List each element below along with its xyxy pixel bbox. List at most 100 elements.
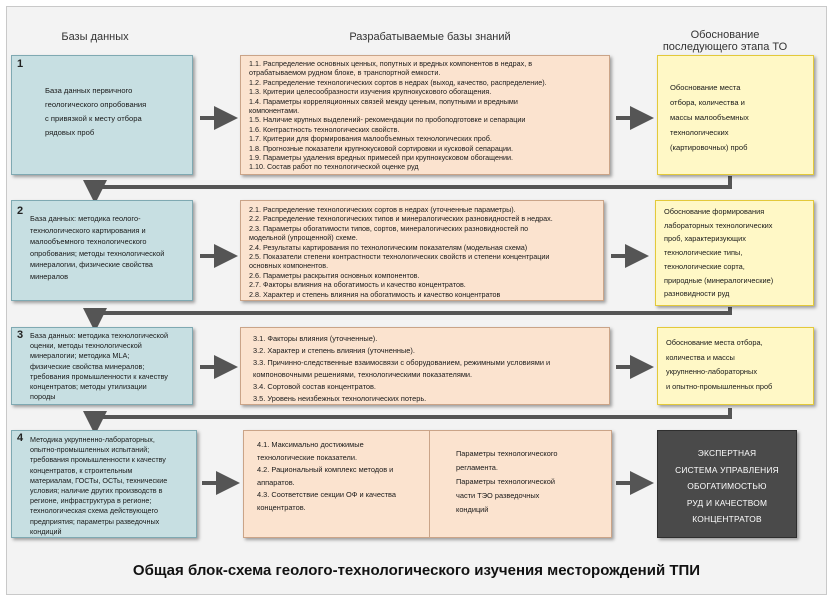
- kb-item: 1.1. Распределение основных ценных, попу…: [249, 59, 533, 68]
- kb-item: 1.4. Параметры корреляционных связей меж…: [249, 96, 518, 106]
- row1-db-line: геологического опробования: [45, 100, 147, 109]
- next-stage-line: Обоснование места: [670, 83, 741, 92]
- kb-item: 1.3. Критерии целесообразности изучения …: [249, 87, 492, 97]
- row4-db-line: опытно-промышленных испытаний;: [30, 445, 150, 455]
- connector-row2-row3: [83, 307, 732, 332]
- row2-db-line: База данных: методика геолого-: [30, 214, 141, 223]
- row4-db-line: условия; наличие других производств в: [30, 486, 163, 496]
- kb-item: 1.5. Наличие крупных выделений- рекоменд…: [249, 115, 526, 125]
- expert-line: РУД И КАЧЕСТВОМ: [686, 497, 768, 508]
- kb-item: 2.3. Параметры обогатимости типов, сорто…: [249, 223, 529, 233]
- next-stage-line: количества и массы: [666, 352, 735, 362]
- next-stage-line: технологические сорта,: [664, 261, 745, 271]
- row2-number: 2: [17, 205, 24, 217]
- row3-next-stage-box: Обоснование места отбора, количества и м…: [657, 327, 814, 405]
- kb-item: 1.7. Критерии для формирования малообъем…: [249, 134, 492, 144]
- row2-next-stage-text: Обоснование формирования лабораторных те…: [664, 205, 773, 301]
- kb-item: концентратов.: [257, 502, 306, 512]
- row4-knowledge-box: 4.1. Максимально достижимые технологичес…: [243, 430, 612, 538]
- kb-item: 2.4. Результаты картирования по технолог…: [249, 242, 528, 252]
- kb-item: 3.1. Факторы влияния (уточненные).: [253, 334, 378, 343]
- kb-item: 4.3. Соответствие секции ОФ и качества: [257, 490, 396, 499]
- row4-db-line: кондиций: [30, 526, 62, 536]
- next-stage-line: технологические типы,: [664, 248, 743, 258]
- next-stage-line: массы малообъемных: [670, 113, 749, 122]
- row3-db-line: База данных: методика технологической: [30, 331, 169, 340]
- kb-item: 3.2. Характер и степень влияния (уточнен…: [253, 346, 415, 355]
- row3-db-line: физические свойства минералов;: [30, 361, 145, 371]
- next-stage-line: проб, характеризующих: [664, 234, 746, 244]
- kb2-item: Параметры технологического: [456, 449, 558, 458]
- kb2-item: кондиций: [456, 505, 489, 514]
- expert-system-box: ЭКСПЕРТНАЯ СИСТЕМА УПРАВЛЕНИЯ ОБОГАТИМОС…: [657, 430, 797, 538]
- kb-item: 1.6. Контрастность технологических свойс…: [249, 124, 400, 134]
- kb-item: основных компонентов.: [249, 261, 329, 271]
- row3-knowledge-box: 3.1. Факторы влияния (уточненные). 3.2. …: [240, 327, 610, 405]
- connector-row3-row4: [83, 408, 732, 435]
- row2-next-stage-box: Обоснование формирования лабораторных те…: [655, 200, 814, 306]
- row1-knowledge-list: 1.1. Распределение основных ценных, попу…: [249, 59, 547, 172]
- kb2-item: части ТЭО разведочных: [456, 491, 540, 500]
- row4-db-line: требования промышленности к качеству: [30, 455, 166, 465]
- kb-item: отрабатываемом рудном блоке, в транспорт…: [249, 68, 441, 78]
- kb2-item: Параметры технологической: [456, 477, 555, 486]
- kb-item: 3.5. Уровень неизбежных технологических …: [253, 394, 427, 403]
- row3-knowledge-list: 3.1. Факторы влияния (уточненные). 3.2. …: [253, 333, 550, 405]
- kb-item: 2.2. Распределение технологических типов…: [249, 214, 553, 224]
- row4-db-line: Методика укрупненно-лабораторных,: [30, 435, 155, 444]
- diagram-caption: Общая блок-схема геолого-технологическог…: [132, 562, 701, 579]
- row2-knowledge-box: 2.1. Распределение технологических сорто…: [240, 200, 604, 301]
- row4-database-box: 4 Методика укрупненно-лабораторных, опыт…: [11, 430, 197, 538]
- expert-line: ОБОГАТИМОСТЬЮ: [687, 481, 767, 491]
- header-knowledge-bases: Разрабатываемые базы знаний: [349, 31, 511, 43]
- kb-item: 1.2. Распределение технологических сорто…: [249, 77, 547, 87]
- kb-item: аппаратов.: [257, 477, 295, 487]
- next-stage-line: Обоснование формирования: [664, 207, 765, 216]
- row2-knowledge-list: 2.1. Распределение технологических сорто…: [249, 205, 553, 299]
- row3-db-line: оценки, методы технологической: [30, 341, 142, 351]
- kb2-item: регламента.: [456, 463, 498, 472]
- kb-item: 2.8. Характер и степень влияния на обога…: [249, 289, 501, 299]
- expert-system-text: ЭКСПЕРТНАЯ СИСТЕМА УПРАВЛЕНИЯ ОБОГАТИМОС…: [658, 445, 796, 528]
- next-stage-line: технологических: [670, 128, 729, 137]
- row4-db-line: предприятия; параметры разведочных: [30, 516, 160, 526]
- kb-item: 2.5. Показатели степени контрастности те…: [249, 252, 550, 262]
- header-next-stage-line1: Обоснование: [690, 29, 760, 41]
- next-stage-line: природные (минералогические): [664, 275, 774, 285]
- row4-db-line: концентратов, к строительным: [30, 465, 133, 475]
- row3-number: 3: [17, 329, 24, 341]
- row2-db-line: минералов: [30, 271, 69, 281]
- kb-item: компоновочными решениями, технологически…: [253, 370, 473, 379]
- row1-knowledge-box: 1.1. Распределение основных ценных, попу…: [240, 55, 610, 175]
- connector-row1-row2: [83, 176, 732, 204]
- header-next-stage-line2: последующего этапа ТО: [662, 41, 788, 53]
- kb-item: 2.1. Распределение технологических сорто…: [249, 205, 516, 214]
- row4-db-line: технологическая схема действующего: [30, 506, 158, 516]
- next-stage-line: (картировочных) проб: [670, 143, 748, 152]
- row4-db-line: материалам, ГОСТы, ОСТы, технические: [30, 475, 168, 485]
- row1-number: 1: [17, 58, 24, 70]
- row3-db-line: породы: [30, 392, 56, 402]
- kb-item: 2.7. Факторы влияния на обогатимость и к…: [249, 280, 466, 290]
- header-next-stage: Обоснование последующего этапа ТО: [640, 29, 810, 53]
- next-stage-line: Обоснование места отбора,: [666, 338, 763, 347]
- row4-db-line: регионе, инфраструктура в регионе;: [30, 496, 152, 506]
- kb-item: 1.10. Состав работ по технологической оц…: [249, 162, 419, 172]
- row2-db-line: минералогии, физические свойства: [30, 260, 153, 269]
- kb-item: 3.3. Причинно-следственные взаимосвязи с…: [253, 358, 551, 367]
- row3-database-text: База данных: методика технологической оц…: [30, 331, 168, 402]
- row2-db-line: малообъемного технологического: [30, 237, 147, 246]
- next-stage-line: отбора, количества и: [670, 98, 745, 107]
- row2-database-box: 2 База данных: методика геолого- техноло…: [11, 200, 193, 301]
- row1-db-line: База данных первичного: [45, 86, 133, 95]
- kb-item: 1.8. Прогнозные показатели крупнокусково…: [249, 143, 514, 153]
- kb-item: 4.2. Рациональный комплекс методов и: [257, 465, 394, 474]
- row4-number: 4: [17, 432, 24, 444]
- row4-knowledge-list: 4.1. Максимально достижимые технологичес…: [257, 439, 396, 514]
- row3-db-line: требования промышленности к качеству: [30, 371, 168, 381]
- next-stage-line: лабораторных технологических: [664, 220, 773, 230]
- row4-regulation-list: Параметры технологического регламента. П…: [456, 447, 557, 517]
- row4-knowledge-divider: [429, 431, 430, 537]
- next-stage-line: укрупненно-лабораторных: [666, 367, 758, 376]
